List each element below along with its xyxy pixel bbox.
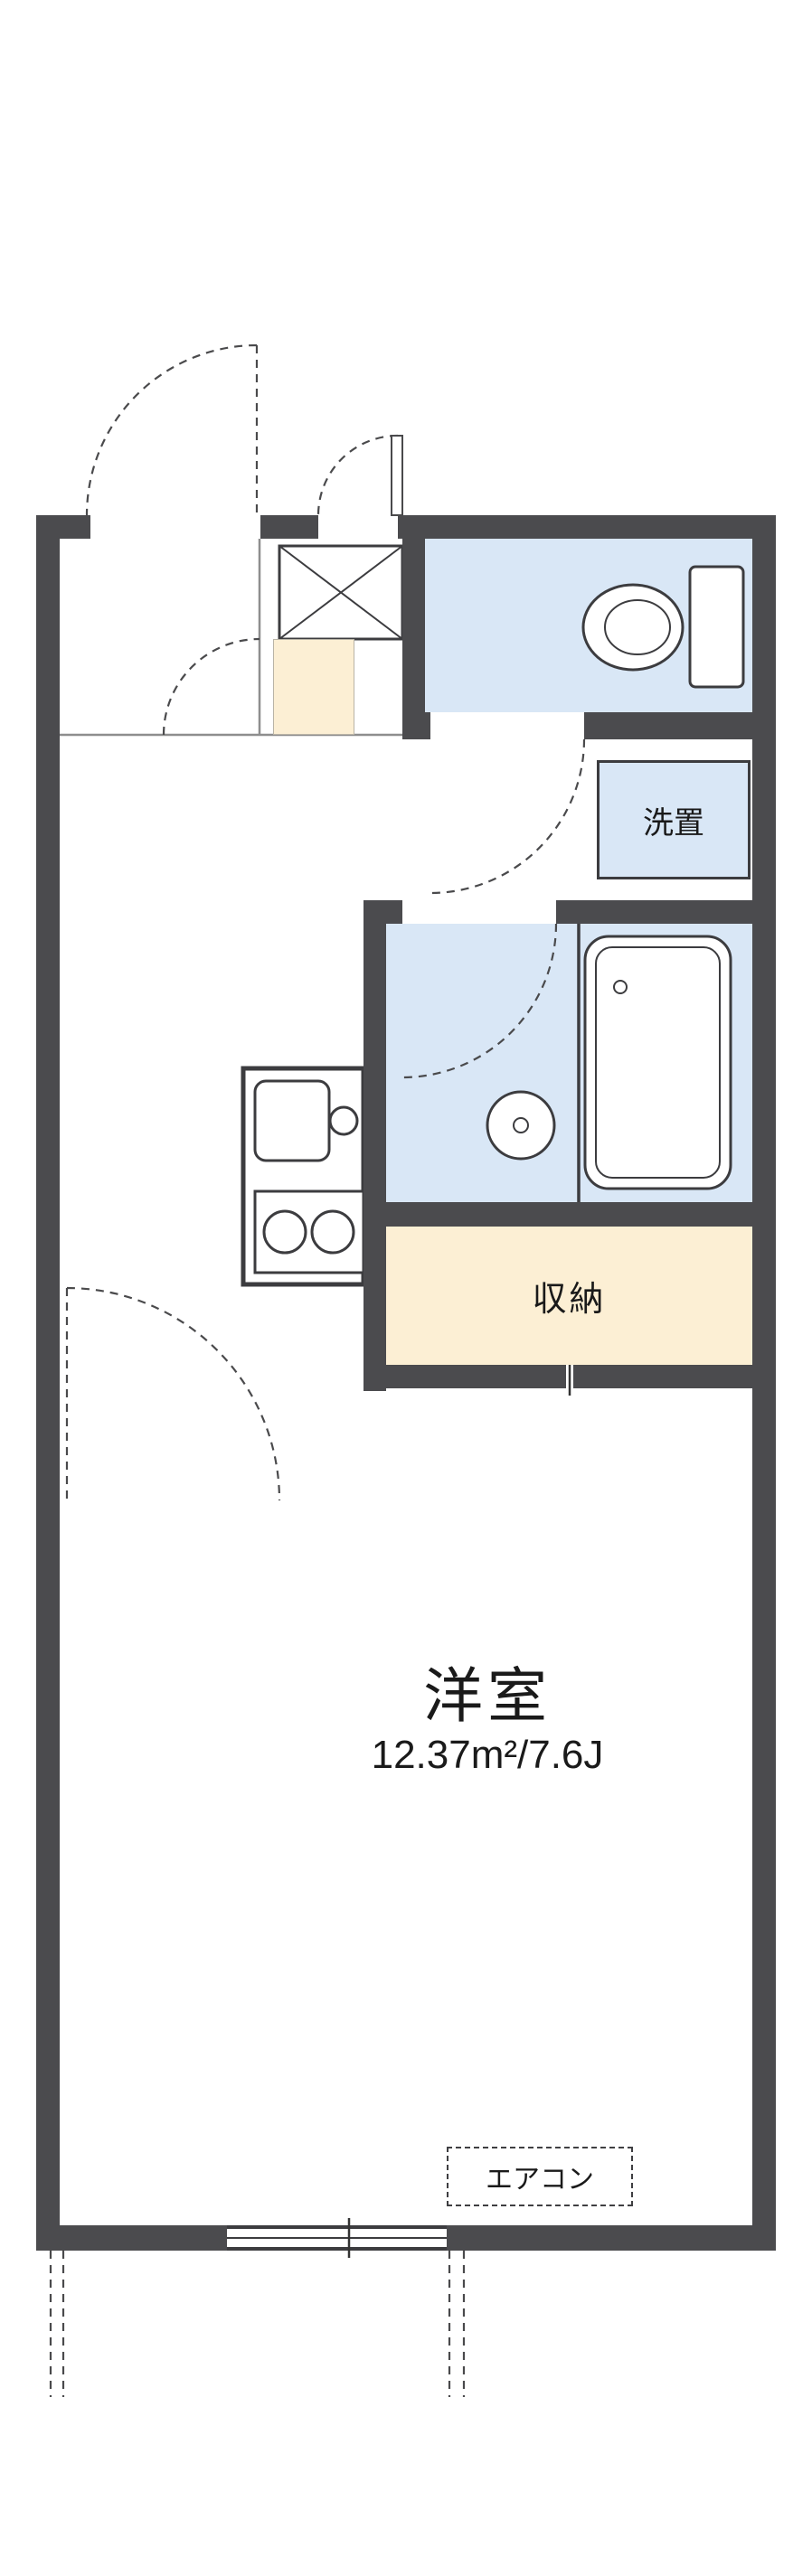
- washbasin-drain-icon: [486, 1090, 556, 1161]
- bottom-wall-left: [36, 2225, 227, 2251]
- bath-wall-top-a: [364, 900, 402, 924]
- small-door-leaf: [391, 435, 403, 516]
- top-wall-mid: [260, 515, 318, 539]
- aircon-label: エアコン: [486, 2165, 594, 2195]
- stove-burners-icon: [253, 1189, 365, 1274]
- washing-machine-space: 洗置: [597, 760, 751, 879]
- toilet-tank: [688, 565, 745, 689]
- bathtub-icon: [583, 935, 732, 1190]
- toilet-wall-bottom-a: [402, 712, 430, 739]
- top-wall-right: [398, 515, 776, 539]
- top-wall-left: [36, 515, 90, 539]
- kitchen-counter: [241, 1066, 366, 1287]
- closet-area: 収納: [386, 1227, 752, 1365]
- kitchen-sink-icon: [253, 1079, 359, 1162]
- toilet-bowl: [581, 583, 685, 672]
- bath-door-arc: [401, 923, 558, 1079]
- toilet-wall-bottom-b: [584, 712, 752, 739]
- burner-right: [310, 1209, 355, 1255]
- entry-hall-door-arc: [162, 637, 260, 736]
- bottom-wall-right: [447, 2225, 776, 2251]
- genkan-area: [273, 639, 354, 735]
- washer-label: 洗置: [643, 805, 704, 841]
- bath-drain-center: [513, 1117, 529, 1133]
- small-door-arc: [316, 434, 399, 516]
- air-conditioner-box: エアコン: [447, 2147, 633, 2206]
- main-room-label-group: 洋室 12.37m²/7.6J: [261, 1662, 713, 1778]
- bath-wall-top-b: [556, 900, 752, 924]
- shoe-cabinet-icon: [278, 544, 404, 641]
- burner-left: [262, 1209, 307, 1255]
- toilet-door-arc: [430, 738, 586, 895]
- main-room-name: 洋室: [423, 1662, 552, 1729]
- left-wall: [36, 515, 60, 2251]
- sink-faucet: [328, 1105, 359, 1136]
- bathtub-drain: [613, 980, 628, 994]
- main-room-area: 12.37m²/7.6J: [371, 1733, 604, 1778]
- bathtub-inner: [595, 946, 721, 1179]
- room-door-arc: [66, 1286, 281, 1501]
- shoe-cabinet-cross-2: [279, 545, 403, 640]
- toilet-wall-left: [402, 539, 425, 739]
- bath-drain-cover: [486, 1090, 556, 1161]
- bath-closet-wall: [364, 1202, 752, 1227]
- bath-wall-left: [364, 900, 386, 1391]
- bathtub-outer: [583, 935, 732, 1190]
- toilet-icon: [581, 565, 745, 689]
- toilet-bowl-inner: [604, 599, 671, 655]
- closet-label: 収納: [532, 1281, 607, 1319]
- entrance-door-arc: [85, 343, 258, 516]
- window-bottom: [227, 2218, 447, 2258]
- sink-basin: [253, 1079, 331, 1162]
